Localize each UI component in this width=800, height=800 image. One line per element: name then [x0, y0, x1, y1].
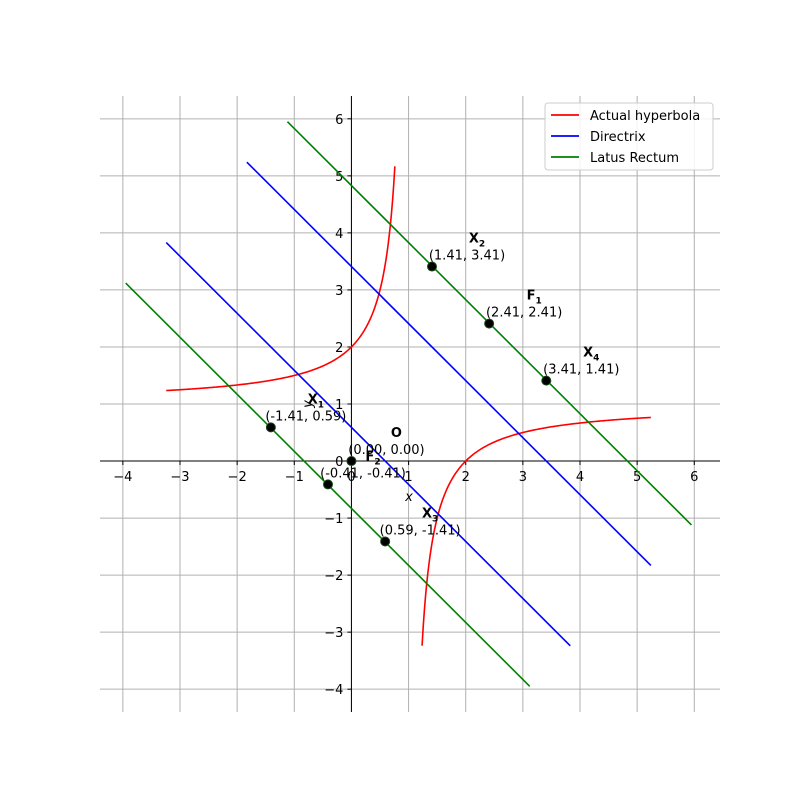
y-tick-label: 5 [335, 170, 343, 185]
x-tick-label: 6 [690, 470, 698, 485]
x-tick-label: 3 [519, 470, 527, 485]
point-name-x2: X2 [469, 232, 485, 250]
series-actual-hyperbola [166, 166, 651, 646]
y-tick-label: −4 [324, 683, 343, 698]
tick-labels: −4 −3 −2 −1 0 1 2 3 4 5 6 −4 −3 −2 −1 0 1 2 3 4 5 6 [113, 113, 698, 698]
y-tick-label: 2 [335, 341, 343, 356]
point-x4 [541, 375, 552, 386]
x-axis-label: x [404, 490, 413, 505]
y-tick-label: −2 [324, 569, 343, 584]
point-name-o: O [391, 426, 402, 441]
legend-entry: Actual hyperbola [590, 109, 700, 124]
axes [100, 96, 720, 712]
grid [100, 96, 720, 712]
series-segment [165, 242, 571, 647]
point-coords-x4: (3.41, 1.41) [543, 363, 619, 378]
point-name-x4: X4 [583, 346, 599, 364]
series-directrix [165, 161, 652, 647]
x-tick-label: −1 [285, 470, 304, 485]
point-name-f1: F1 [527, 289, 542, 307]
y-tick-label: 0 [335, 455, 343, 470]
series-segment [246, 161, 652, 566]
point-x2 [427, 261, 437, 272]
point-coords-x3: (0.59, -1.41) [380, 523, 461, 538]
x-tick-label: 0 [347, 470, 355, 485]
x-tick-label: 1 [404, 470, 412, 485]
point-coords-f2: (-0.41, -0.41) [320, 466, 406, 481]
point-o [346, 456, 357, 467]
y-tick-label: 4 [335, 227, 343, 242]
point-coords-x2: (1.41, 3.41) [429, 249, 505, 264]
point-coords-f1: (2.41, 2.41) [486, 306, 562, 321]
x-tick-label: −4 [113, 470, 132, 485]
point-x1 [265, 422, 276, 433]
point-x3 [380, 536, 391, 547]
point-coords-o: (0.00, 0.00) [348, 443, 424, 458]
points-layer [265, 261, 552, 547]
x-tick-label: 4 [576, 470, 584, 485]
hyperbola-branch [166, 166, 396, 392]
point-labels: X1(-1.41, 0.59) X2(1.41, 3.41) X3(0.59, -1… [265, 232, 619, 539]
y-axis-label: y [301, 400, 316, 409]
y-tick-label: −3 [324, 626, 343, 641]
point-coords-x1: (-1.41, 0.59) [265, 409, 346, 424]
point-name-f2: F2 [365, 449, 380, 467]
x-tick-label: −3 [170, 470, 189, 485]
point-name-x1: X1 [308, 392, 324, 410]
x-tick-label: 2 [462, 470, 470, 485]
y-tick-label: 1 [335, 398, 343, 413]
y-tick-label: 3 [335, 284, 343, 299]
legend-entry: Latus Rectum [590, 151, 679, 166]
legend-box [544, 102, 714, 171]
x-tick-label: 5 [633, 470, 641, 485]
point-f1 [484, 318, 495, 329]
x-tick-label: −2 [228, 470, 247, 485]
point-name-x3: X3 [422, 506, 438, 524]
y-tick-label: −1 [324, 512, 343, 527]
legend-entry: Directrix [590, 130, 646, 145]
y-tick-label: 6 [335, 113, 343, 128]
point-f2 [323, 479, 333, 490]
hyperbola-branch [421, 416, 651, 646]
